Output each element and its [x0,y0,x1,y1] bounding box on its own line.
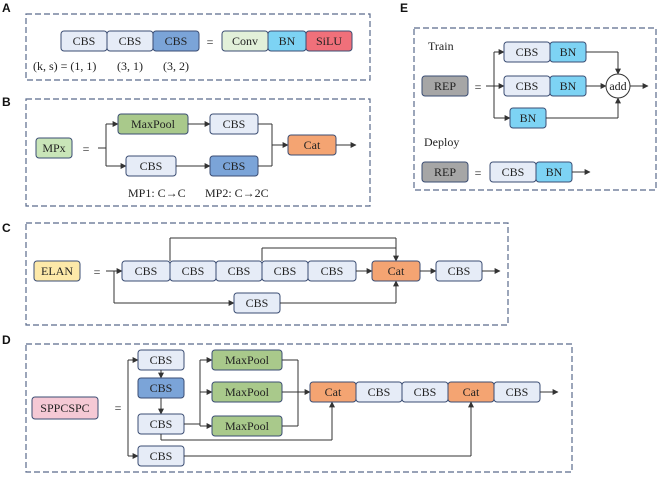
cat-label-c: Cat [388,264,405,278]
panel-d: SPPCSPC = CBS CBS CBS MaxPool MaxPool Ma… [31,349,559,467]
rep-block-deploy [421,161,469,183]
panel-label-a: A [2,1,11,15]
param-text-2: (3, 1) [117,59,143,73]
sppcspc-label: SPPCSPC [40,401,89,415]
cbs-block-c4-label: CBS [274,264,297,278]
cbs-block-e2-label: CBS [516,79,539,93]
mpx-label: MPx [42,141,65,155]
deploy-label: Deploy [424,135,459,149]
param-text-1: (k, s) = (1, 1) [33,59,96,73]
panel-label-c: C [2,221,11,235]
panel-c: ELAN = CBS CBS CBS CBS CBS CBS Cat CBS [33,237,501,314]
equals-sign-c: = [94,265,101,279]
cbs-block-3 [152,30,200,52]
panel-label-d: D [2,333,11,347]
maxpool-label-d3: MaxPool [225,419,270,433]
elan-label: ELAN [41,264,73,278]
cbs-block-d7-label: CBS [150,449,173,463]
cbs-block-e1-label: CBS [516,45,539,59]
cbs-block-1-label: CBS [73,34,96,48]
cbs-block-d5-label: CBS [414,385,437,399]
cbs-block-c7-label: CBS [448,264,471,278]
panel-a-frame [25,13,371,81]
bn-label-e1: BN [560,45,577,59]
elan-block [33,260,81,282]
cbs-block-c6-label: CBS [246,296,269,310]
equals-sign-d: = [115,401,122,415]
silu-block [305,30,353,52]
cbs-block-d1-label: CBS [150,353,173,367]
cat-label-d1: Cat [325,385,342,399]
cbs-block-d2-label: CBS [150,381,173,395]
panel-b: MPx = MaxPool CBS CBS CBS Cat MP1: C→C M… [35,113,357,200]
param-text-3: (3, 2) [163,59,189,73]
cbs-block-3-label: CBS [165,34,188,48]
cbs-block-c3-label: CBS [228,264,251,278]
cbs-block-e4-label: CBS [502,165,525,179]
rep-label-deploy: REP [434,165,456,179]
silu-label: SiLU [316,34,342,48]
equals-sign: = [207,35,214,49]
cbs-block-d3-label: CBS [150,417,173,431]
cat-label-b: Cat [304,138,321,152]
mp2-note: MP2: C→2C [205,186,269,200]
bn-label-e3: BN [520,111,537,125]
cat-label-d2: Cat [463,385,480,399]
panel-e: Train REP = CBS BN CBS BN BN add Deploy … [421,39,649,183]
panel-c-frame [25,222,509,326]
cbs-block-2-label: CBS [119,34,142,48]
cbs-block-b3-label: CBS [223,159,246,173]
cbs-block-d6-label: CBS [506,385,529,399]
cbs-block-c2-label: CBS [182,264,205,278]
train-label: Train [428,39,454,53]
conv-label: Conv [232,34,258,48]
sppcspc-block [31,396,99,420]
mp1-note: MP1: C→C [128,186,186,200]
maxpool-label-d1: MaxPool [225,353,270,367]
panel-label-b: B [2,95,11,109]
maxpool-label-d2: MaxPool [225,385,270,399]
equals-sign-e2: = [475,166,482,180]
bn-label: BN [279,34,296,48]
equals-sign-e1: = [475,80,482,94]
cbs-block-b2-label: CBS [140,159,163,173]
cbs-block-c5-label: CBS [321,264,344,278]
panel-a: CBS CBS CBS = Conv BN SiLU (k, s) = (1, … [33,30,353,73]
mpx-block [35,137,73,159]
panel-b-frame [25,98,371,207]
cbs-block-d4-label: CBS [368,385,391,399]
panel-e-frame [413,27,657,191]
cbs-block-c1-label: CBS [135,264,158,278]
bn-label-e4: BN [546,165,563,179]
equals-sign-b: = [83,142,90,156]
rep-block-train [421,75,469,97]
panel-d-frame [25,343,573,473]
maxpool-label: MaxPool [131,117,176,131]
cbs-block-b1-label: CBS [223,117,246,131]
add-label: add [609,79,626,93]
rep-label-train: REP [434,79,456,93]
bn-label-e2: BN [560,79,577,93]
panel-label-e: E [400,1,408,15]
